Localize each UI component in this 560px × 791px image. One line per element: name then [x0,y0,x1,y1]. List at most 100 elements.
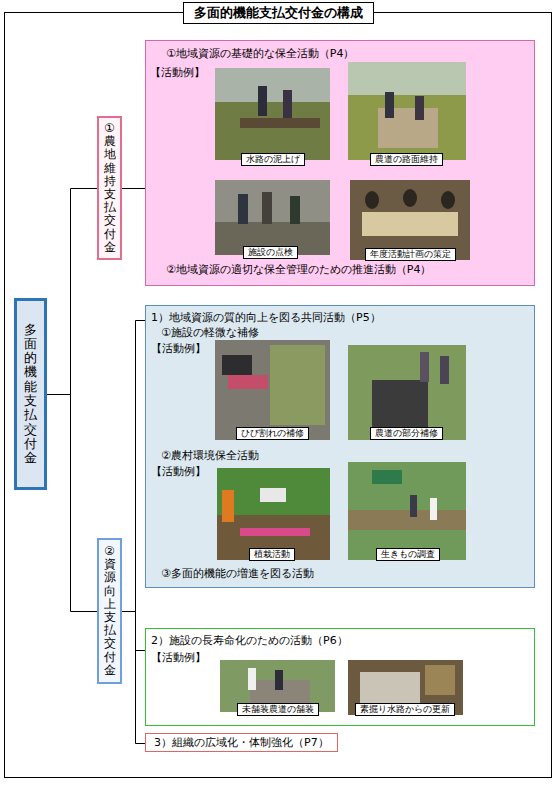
photo-person [222,490,234,522]
photo-wall [270,345,325,425]
caption-text: 植栽活動 [254,549,290,560]
photo-bg [215,340,330,440]
photo-ground [215,102,330,160]
caption-text: 水路の泥上げ [246,154,300,165]
panel-fill [145,628,535,726]
connector-line [122,321,145,612]
panel-text: ②農村環境保全活動 [161,449,259,462]
grant-vertical-box: ①農地維持支払交付金 [97,116,122,260]
photo-tool [228,375,268,389]
photo-bg [348,345,466,440]
photo-person [403,189,417,207]
photo-flowers [240,528,310,536]
photo [348,660,463,715]
main-vertical-box: 多面的機能支払交付金 [14,298,47,490]
photo-table [362,212,458,236]
activity-box: 3）組織の広域化・体制強化（P7） [145,733,338,752]
photo-caption: 農道の路面維持 [370,153,443,166]
caption-text: 素掘り水路からの更新 [360,704,450,715]
label-text: ②資源向上支払交付金 [104,545,116,677]
caption-text: ひび割れの補修 [241,428,304,439]
photo [215,340,330,440]
connector-line [47,189,97,395]
photo-person [290,196,300,224]
photo [348,345,466,440]
photo [350,180,470,260]
photo-person [222,355,252,375]
connector-line [47,395,97,612]
label-text: ①農地維持支払交付金 [104,122,116,254]
photo-caption: 素掘り水路からの更新 [355,703,455,716]
photo-ditch [240,118,320,128]
photo [348,62,466,160]
photo-caption: 水路の泥上げ [241,153,305,166]
outer-frame [5,13,552,778]
photo-person [248,668,256,690]
connector-line [122,188,145,189]
photo-caption: 未舗装農道の舗装 [237,703,319,716]
connector-line [122,612,145,651]
photo-person [430,498,437,520]
activity-panel: ①地域資源の基礎的な保全活動（P4）【活動例】②地域資源の適切な保全管理のための… [145,40,535,286]
connector-line [122,612,145,744]
photo-person [262,192,272,224]
panel-text: 【活動例】 [151,342,206,355]
photo-caption: 植栽活動 [249,548,295,561]
label-text: 多面的機能支払交付金 [24,323,37,466]
photo-person [410,495,417,517]
caption-text: 施設の点検 [248,247,293,258]
photo-caption: 農道の部分補修 [370,427,443,440]
panel-text: 2）施設の長寿命化のための活動（P6） [151,634,348,647]
photo [215,180,330,255]
caption-text: 年度活動計画の策定 [370,249,451,260]
photo-grass [425,665,455,695]
photo-caption: 年度活動計画の策定 [365,248,456,261]
panel-text: ③多面的機能の増進を図る活動 [161,567,314,580]
photo-ground [348,95,466,160]
photo-caption: 生きもの調査 [376,548,440,561]
panel-text: ①地域資源の基礎的な保全活動（P4） [166,47,355,60]
title-text: 多面的機能支払交付金の構成 [194,5,363,20]
panel-fill [145,40,535,286]
panel-fill [145,305,535,588]
photo-stream [348,510,466,530]
photo-person [385,92,394,118]
panel-text: 【活動例】 [151,465,206,478]
grant-vertical-box: ②資源向上支払交付金 [97,538,122,684]
photo-person [365,191,379,209]
caption-text: 農道の部分補修 [375,428,438,439]
panel-text: 1）地域資源の質的向上を図る共同活動（P5） [151,311,381,324]
photo-bg [215,180,330,255]
photo-bg [217,468,330,560]
photo-person [275,670,283,690]
photo-person [420,352,429,382]
photo-road [372,380,428,430]
panel-text: 【活動例】 [151,651,206,664]
photo-person [440,356,449,384]
caption-text: 生きもの調査 [381,549,435,560]
photo-bg [348,660,463,715]
panel-text: ①施設の軽微な補修 [161,326,259,339]
title-box: 多面的機能支払交付金の構成 [183,2,374,24]
photo-caption: ひび割れの補修 [236,427,309,440]
photo-person [238,194,248,224]
photo-person [441,191,455,209]
photo-bg [215,68,330,160]
caption-text: 未舗装農道の舗装 [242,704,314,715]
photo [348,462,466,560]
photo-bg [348,62,466,160]
photo [217,468,330,560]
panel-text: 【活動例】 [150,66,205,79]
activity-panel: 1）地域資源の質的向上を図る共同活動（P5） ①施設の軽微な補修【活動例】 ②農村環… [145,305,535,588]
photo-caption: 施設の点検 [243,246,298,259]
photo-person [258,86,267,116]
photo [215,68,330,160]
photo-truck [260,488,286,502]
photo-person [415,96,424,120]
photo-tent [372,470,402,484]
caption-text: 農道の路面維持 [375,154,438,165]
photo-person [283,90,292,118]
activity-panel: 2）施設の長寿命化のための活動（P6） 【活動例】未舗装農道の舗装 素掘り水路からの… [145,628,535,726]
